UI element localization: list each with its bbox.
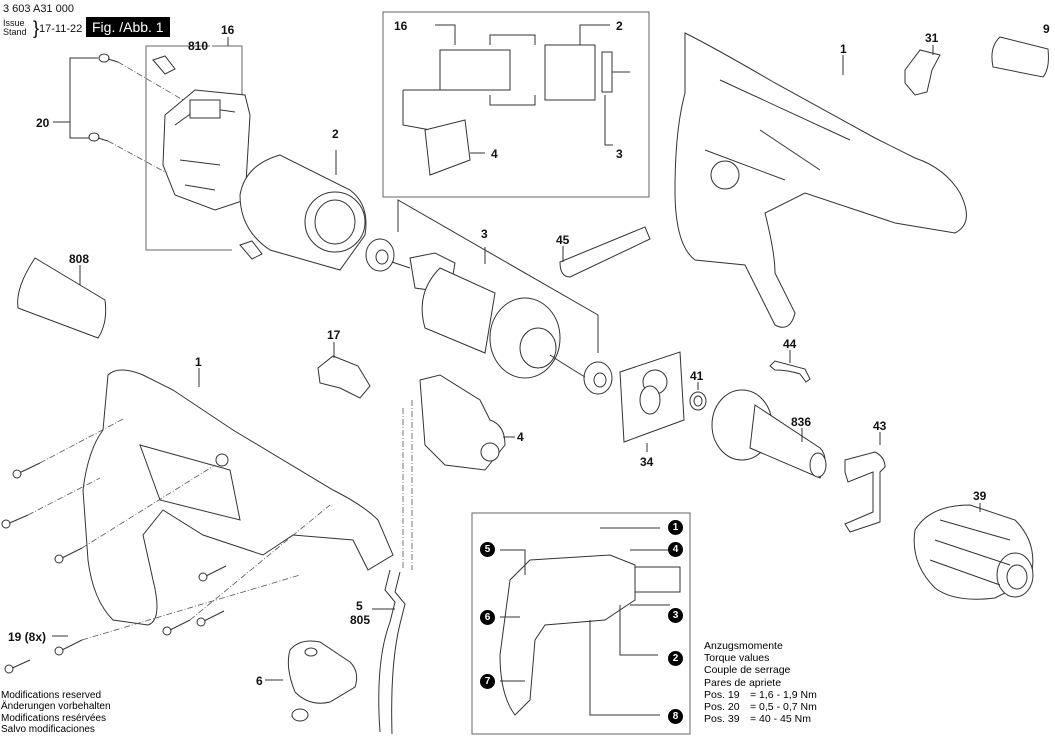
cable-5 — [372, 569, 406, 735]
callout-1-assembled: 1 — [195, 355, 202, 369]
label-808 — [17, 257, 107, 339]
callout-1-housing: 1 — [840, 42, 847, 56]
callout-808: 808 — [69, 252, 90, 266]
torque-pos: Pos. 39 — [704, 713, 740, 726]
gear-spindle-836 — [711, 389, 827, 479]
torque-title-es: Pares de apriete — [704, 676, 782, 689]
modifications-notice: Modifications reserved Änderungen vorbeh… — [1, 690, 111, 735]
callout-19: 19 (8x) — [8, 630, 47, 644]
torque-row: Pos. 19 = 1,6 - 1,9 Nm — [704, 689, 817, 701]
notice-es: Salvo modificaciones — [1, 723, 95, 735]
carbon-brush-top — [152, 55, 176, 75]
figure-label: Fig. /Abb. 1 — [86, 17, 170, 37]
group-bracket-810 — [145, 45, 232, 251]
callout-5: 5 — [356, 599, 363, 613]
overview-marker-1: 1 — [668, 520, 683, 535]
issue-brace: } — [33, 18, 40, 38]
stator-2 — [239, 150, 367, 271]
torque-title-fr: Couple de serrage — [704, 664, 791, 677]
overview-marker-4: 4 — [668, 542, 683, 557]
inset-callout-4: 4 — [491, 147, 498, 161]
housing-half-1 — [674, 32, 967, 328]
issue-label: Issue — [3, 18, 25, 28]
callout-20: 20 — [36, 116, 50, 130]
torque-pos: Pos. 19 — [704, 688, 740, 701]
spring-41 — [689, 382, 707, 411]
group-bracket-16 — [212, 45, 243, 102]
overview-marker-5: 5 — [480, 542, 495, 557]
carbon-brush-bottom — [239, 240, 263, 260]
torque-value: = 40 - 45 Nm — [750, 713, 811, 726]
keyless-chuck-39 — [913, 503, 1034, 600]
torque-values: Anzugsmomente Torque values Couple de se… — [704, 640, 817, 725]
screws-19 — [1, 417, 331, 674]
wiring-inset — [382, 11, 650, 198]
torque-value: = 0,5 - 0,7 Nm — [750, 701, 817, 714]
overview-marker-7: 7 — [480, 674, 495, 689]
stand-label: Stand — [3, 27, 27, 37]
callout-43: 43 — [873, 419, 887, 433]
torque-title-de: Anzugsmomente — [704, 640, 783, 652]
callout-805: 805 — [350, 613, 371, 627]
inset-callout-16: 16 — [394, 19, 408, 33]
switch-lever-45 — [559, 226, 651, 278]
callout-6: 6 — [256, 674, 263, 688]
cable-grommet-6 — [265, 640, 358, 722]
bearing-left — [365, 238, 395, 272]
screw-20b — [88, 132, 166, 173]
notice-en: Modifications reserved — [1, 690, 102, 701]
torque-row: Pos. 20 = 0,5 - 0,7 Nm — [704, 701, 817, 713]
notice-de: Änderungen vorbehalten — [1, 701, 111, 713]
brush-holder-16 — [162, 89, 251, 211]
issue-labels: Issue Stand — [3, 19, 27, 37]
switch-slider-43 — [844, 432, 886, 533]
callout-810: 810 — [188, 39, 209, 53]
callout-39: 39 — [973, 489, 987, 503]
part-number: 3 603 A31 000 — [3, 3, 74, 15]
issue-date: 17-11-22 — [39, 23, 83, 35]
housing-half-1-assembled — [82, 368, 394, 626]
switch-4 — [402, 374, 515, 570]
notice-fr: Modifications resérvées — [1, 712, 107, 724]
callout-31: 31 — [925, 31, 939, 45]
overview-marker-8: 8 — [668, 709, 683, 724]
callout-41: 41 — [690, 369, 704, 383]
callout-34: 34 — [640, 455, 654, 469]
overview-inset — [471, 512, 691, 735]
bearing-right — [583, 361, 613, 395]
plate-34 — [619, 351, 685, 452]
callout-4: 4 — [517, 430, 524, 444]
torque-title-en: Torque values — [704, 652, 770, 665]
callout-44: 44 — [783, 337, 797, 351]
torque-row: Pos. 39 = 40 - 45 Nm — [704, 713, 817, 725]
callout-836: 836 — [791, 415, 812, 429]
callout-45: 45 — [556, 233, 570, 247]
callout-3: 3 — [481, 227, 488, 241]
label-9 — [991, 36, 1049, 78]
leader-20 — [53, 57, 98, 139]
overview-marker-2: 2 — [668, 651, 683, 666]
overview-marker-3: 3 — [668, 608, 683, 623]
inset-callout-3: 3 — [616, 147, 623, 161]
brush-cover-17 — [317, 355, 371, 399]
callout-17: 17 — [327, 328, 341, 342]
torque-value: = 1,6 - 1,9 Nm — [750, 688, 817, 701]
spring-clip-44 — [769, 360, 811, 383]
group-bracket-3 — [397, 199, 599, 353]
torque-pos: Pos. 20 — [704, 701, 740, 714]
callout-9: 9 — [1043, 22, 1050, 36]
callout-2: 2 — [332, 127, 339, 141]
inset-callout-2: 2 — [616, 19, 623, 33]
callout-16: 16 — [221, 23, 235, 37]
overview-marker-6: 6 — [480, 610, 495, 625]
armature-3 — [391, 252, 586, 379]
switch-part-31 — [904, 49, 941, 96]
